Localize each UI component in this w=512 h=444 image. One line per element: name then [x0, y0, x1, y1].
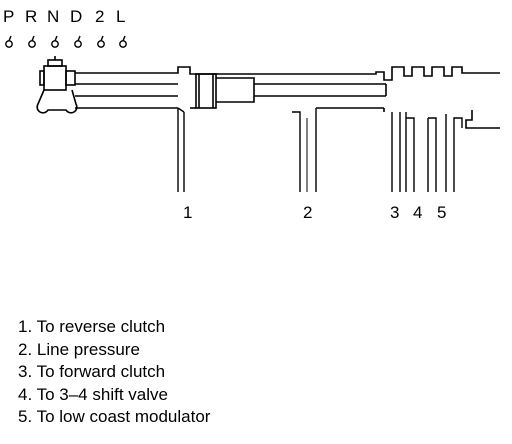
gear-label-d: D [70, 7, 82, 26]
port-label-2: 2 [303, 203, 312, 222]
gear-label-p: P [3, 7, 14, 26]
passage-5 [445, 114, 463, 192]
passage-3 [391, 112, 401, 192]
linkage-clevis [43, 65, 67, 91]
port-label-1: 1 [183, 203, 192, 222]
port-label-4: 4 [413, 203, 422, 222]
passage-1 [177, 107, 185, 192]
gear-label-n: N [47, 7, 59, 26]
port-label-5: 5 [437, 203, 446, 222]
detent-marker-r [28, 35, 36, 48]
detent-marker-l [119, 35, 127, 48]
passage-2 [292, 108, 317, 192]
valve-body [75, 66, 500, 129]
detent-markers [5, 35, 127, 48]
spool-end-land [195, 73, 217, 109]
manual-valve-spool [195, 73, 387, 109]
valve-body-top-contour [75, 66, 500, 81]
valve-body-right-lower [465, 110, 500, 129]
passages [177, 107, 463, 192]
port-label-3: 3 [390, 203, 399, 222]
legend-item-4: 4. To 3–4 shift valve [18, 384, 168, 404]
legend-item-5: 5. To low coast modulator [18, 407, 211, 426]
legend-item-2: 2. Line pressure [18, 339, 140, 359]
selector-linkage [36, 56, 178, 114]
gear-label-2: 2 [95, 7, 104, 26]
passage-4 [405, 112, 437, 192]
gear-label-l: L [116, 7, 125, 26]
gear-label-r: R [25, 7, 37, 26]
legend-item-3: 3. To forward clutch [18, 362, 166, 381]
legend-item-1: 1. To reverse clutch [18, 317, 166, 336]
detent-marker-n [51, 35, 59, 48]
legend-list: 1. To reverse clutch 2. Line pressure 3.… [18, 316, 210, 429]
detent-marker-2 [97, 35, 105, 48]
detent-marker-p [5, 35, 13, 48]
detent-marker-d [74, 35, 82, 48]
